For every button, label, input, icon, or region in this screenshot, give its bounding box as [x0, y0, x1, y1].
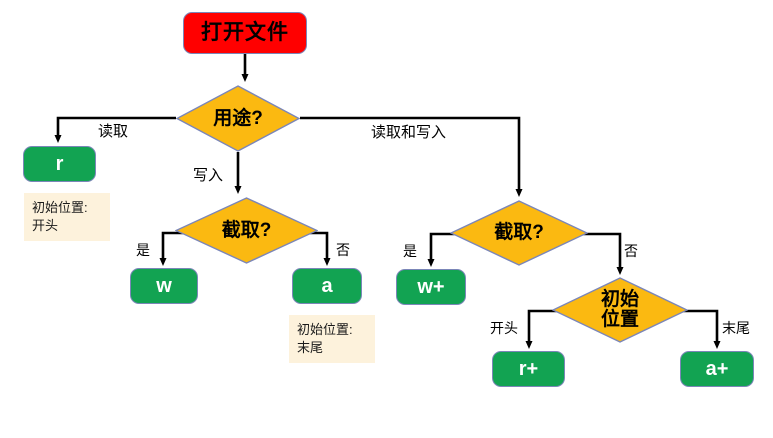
diamond-shape [450, 200, 588, 266]
node-initial-position-decision[interactable]: 初始 位置 [552, 277, 688, 343]
node-open-file[interactable]: 打开文件 [183, 12, 307, 54]
node-mode-aplus-label: a+ [705, 358, 729, 380]
edge-initial-pos-to-aplus [676, 309, 721, 350]
node-initial-position-label: 初始 位置 [600, 289, 639, 330]
node-mode-aplus[interactable]: a+ [680, 351, 754, 387]
node-mode-rplus[interactable]: r+ [492, 351, 565, 387]
edge-purpose-to-truncate-rw [300, 116, 523, 198]
node-mode-a[interactable]: a [292, 268, 362, 304]
node-purpose-label: 用途? [213, 107, 263, 129]
node-mode-r[interactable]: r [23, 146, 96, 182]
diamond-shape [176, 85, 300, 152]
note-r-initial-position: 初始位置: 开头 [24, 193, 110, 241]
node-mode-w[interactable]: w [130, 268, 198, 304]
node-purpose-decision[interactable]: 用途? [176, 85, 300, 152]
node-mode-rplus-label: r+ [518, 358, 539, 380]
node-truncate-rw-decision[interactable]: 截取? [450, 200, 588, 266]
edge-label-yes-rw: 是 [403, 243, 417, 259]
diamond-shape [175, 197, 318, 264]
node-open-file-label: 打开文件 [201, 21, 289, 45]
edge-truncate-rw-to-initial-pos [578, 232, 624, 276]
edge-label-no-write: 否 [336, 242, 350, 258]
diamond-shape [552, 277, 688, 343]
node-mode-r-label: r [55, 153, 64, 175]
edge-label-end: 末尾 [722, 320, 750, 336]
node-mode-wplus-label: w+ [417, 276, 445, 298]
node-truncate-write-label: 截取? [221, 219, 272, 241]
node-truncate-rw-label: 截取? [494, 222, 544, 244]
edge-label-read-and-write: 读取和写入 [371, 124, 447, 141]
edge-label-yes-write: 是 [136, 242, 150, 258]
edge-label-no-rw: 否 [624, 243, 638, 259]
node-truncate-write-decision[interactable]: 截取? [175, 197, 318, 264]
note-a-initial-position: 初始位置: 末尾 [289, 315, 375, 363]
edge-label-write: 写入 [193, 167, 224, 184]
node-mode-wplus[interactable]: w+ [396, 269, 466, 305]
edge-label-begin: 开头 [490, 320, 518, 336]
node-mode-w-label: w [156, 275, 172, 297]
edge-label-read: 读取 [98, 123, 129, 140]
node-mode-a-label: a [321, 275, 333, 297]
edge-purpose-to-r [54, 116, 176, 144]
